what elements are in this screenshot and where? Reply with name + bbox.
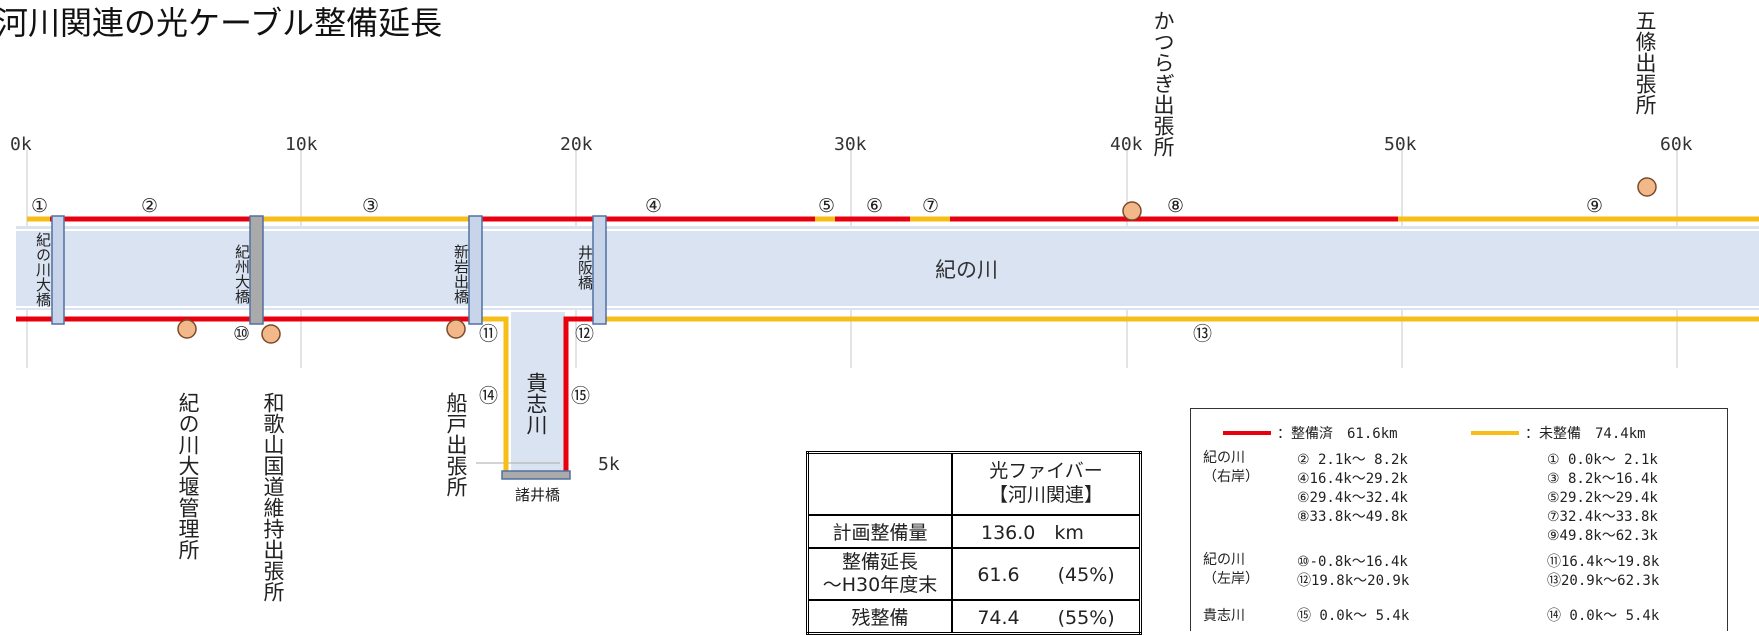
- facility-marker: [1122, 201, 1142, 221]
- legend-done-item: ④16.4k～29.2k: [1297, 471, 1408, 487]
- facility-marker: [446, 319, 466, 339]
- axis-ticks: 0k 10k 20k 30k 40k 50k 60k: [10, 134, 1693, 155]
- section-number: ④: [645, 195, 662, 217]
- legend-group-name: 紀の川 （左岸）: [1203, 552, 1259, 587]
- kishigawa-5k-label: 5k: [598, 454, 620, 475]
- section-number: ⑨: [1586, 195, 1603, 217]
- kinokawa-river: [16, 226, 1759, 310]
- axis-tick: 50k: [1384, 134, 1417, 155]
- bridge-label-moroi: 諸井橋: [515, 486, 560, 504]
- bridge-moroi: [501, 470, 571, 480]
- axis-tick: 20k: [560, 134, 593, 155]
- section-number: ⑮: [571, 385, 590, 407]
- bridge-labels: 紀の川大橋 紀州大橋 新岩出橋 井阪橋 諸井橋: [34, 232, 594, 504]
- kishigawa-label: 貴志川: [524, 372, 548, 435]
- axis-tick: 60k: [1660, 134, 1693, 155]
- legend-done-item: ⑩-0.8k～16.4k: [1297, 554, 1408, 570]
- legend-group-name: 貴志川: [1203, 608, 1245, 624]
- section-number: ⑪: [479, 323, 498, 345]
- bridge-label: 井阪橋: [576, 245, 594, 290]
- legend-undone-label: ：未整備 74.4km: [1525, 426, 1646, 442]
- bridge-shin-iwade: [468, 215, 483, 325]
- section-number: ⑭: [479, 385, 498, 407]
- facility-marker: [1637, 177, 1657, 197]
- left-bank-cables: [16, 316, 1759, 471]
- facility-markers: [177, 177, 1657, 344]
- stats-empty-cell: [806, 451, 953, 516]
- kinokawa-label: 紀の川: [935, 258, 998, 282]
- legend-undone-item: ⑤29.2k～29.4k: [1547, 490, 1658, 506]
- stats-row-label: 整備延長 ～H30年度末: [806, 546, 953, 601]
- axis-tick: 40k: [1110, 134, 1143, 155]
- legend-undone-item: ① 0.0k～ 2.1k: [1547, 452, 1658, 468]
- legend-undone-item: ⑪16.4k～19.8k: [1547, 554, 1660, 570]
- facility-marker: [261, 324, 281, 344]
- facility-label-gojo: 五條出張所: [1633, 10, 1657, 115]
- legend-undone-item: ③ 8.2k～16.4k: [1547, 471, 1658, 487]
- facility-label-wakayama: 和歌山国道維持出張所: [261, 392, 285, 602]
- legend-undone-item: ⑨49.8k～62.3k: [1547, 528, 1658, 544]
- bridge-kinokawa-ohashi: [51, 215, 65, 325]
- stats-row-label: 計画整備量: [806, 513, 953, 549]
- section-number: ②: [141, 195, 158, 217]
- bridge-label: 紀州大橋: [233, 244, 251, 304]
- legend-undone-item: ⑭ 0.0k～ 5.4k: [1547, 608, 1660, 624]
- section-number: ⑩: [233, 323, 250, 345]
- diagram-title: 河川関連の光ケーブル整備延長: [0, 4, 442, 42]
- section-number: ⑧: [1167, 195, 1184, 217]
- stats-row-value: 74.4 (55%): [951, 598, 1142, 634]
- section-number: ⑦: [922, 195, 939, 217]
- legend-done-item: ② 2.1k～ 8.2k: [1297, 452, 1408, 468]
- bridge-kishu-ohashi: [249, 215, 264, 325]
- stats-row-value: 136.0 km: [951, 513, 1142, 549]
- legend-box: ：整備済 61.6km ：未整備 74.4km 紀の川 （右岸） ② 2.1k～…: [1190, 408, 1728, 631]
- legend-undone-item: ⑬20.9k～62.3k: [1547, 573, 1660, 589]
- legend-done-item: ⑮ 0.0k～ 5.4k: [1297, 608, 1410, 624]
- section-number: ⑬: [1193, 323, 1212, 345]
- facility-label-katsuragi: かつらぎ出張所: [1151, 10, 1175, 157]
- undone-swatch: [1471, 431, 1519, 435]
- legend-done-item: ⑥29.4k～32.4k: [1297, 490, 1408, 506]
- axis-tick: 30k: [834, 134, 867, 155]
- bridge-label: 新岩出橋: [452, 244, 470, 304]
- stats-header: 光ファイバー 【河川関連】: [951, 451, 1142, 516]
- section-number: ③: [362, 195, 379, 217]
- legend-done-item: ⑧33.8k～49.8k: [1297, 509, 1408, 525]
- section-numbers: ① ② ③ ④ ⑤ ⑥ ⑦ ⑧ ⑨ ⑩ ⑪ ⑫ ⑬ ⑭ ⑮: [31, 195, 1603, 407]
- stats-row-label: 残整備: [806, 598, 953, 634]
- bridge-label: 紀の川大橋: [34, 232, 52, 307]
- legend-done-item: ⑫19.8k～20.9k: [1297, 573, 1410, 589]
- section-number: ①: [31, 195, 48, 217]
- stats-table: 光ファイバー 【河川関連】 計画整備量 136.0 km 整備延長 ～H30年度…: [806, 451, 1142, 635]
- facility-label-weir: 紀の川大堰管理所: [176, 392, 200, 560]
- legend-undone-item: ⑦32.4k～33.8k: [1547, 509, 1658, 525]
- axis-tick: 10k: [285, 134, 318, 155]
- facility-marker: [177, 319, 197, 339]
- section-number: ⑫: [575, 323, 594, 345]
- legend-done-label: ：整備済 61.6km: [1277, 426, 1398, 442]
- section-number: ⑤: [818, 195, 835, 217]
- done-swatch: [1223, 431, 1271, 435]
- facility-label-funado: 船戸出張所: [444, 392, 468, 497]
- bridge-isaka: [592, 215, 607, 325]
- legend-group-name: 紀の川 （右岸）: [1203, 450, 1259, 485]
- section-number: ⑥: [866, 195, 883, 217]
- facility-labels: かつらぎ出張所 五條出張所 紀の川大堰管理所 和歌山国道維持出張所 船戸出張所: [176, 10, 1657, 602]
- stats-row-value: 61.6 (45%): [951, 546, 1142, 601]
- bridges: [51, 215, 607, 480]
- axis-tick: 0k: [10, 134, 32, 155]
- kishigawa-river: [511, 312, 565, 472]
